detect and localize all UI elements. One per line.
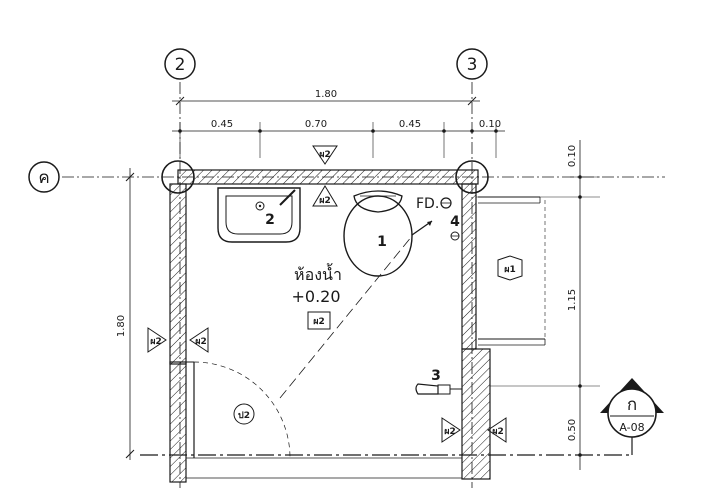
wash-basin: 2 <box>217 187 301 243</box>
svg-text:ผ2: ผ2 <box>150 337 162 347</box>
section-sheet: A-08 <box>619 421 644 434</box>
fixture-number-toilet: 1 <box>377 234 387 250</box>
section-letter: ก <box>627 395 637 415</box>
dim-right-2: 1.15 <box>567 289 578 311</box>
dim-right-1: 0.10 <box>567 145 578 167</box>
floor-slope-line <box>279 235 413 399</box>
svg-text:ผ2: ผ2 <box>319 196 331 206</box>
svg-text:2: 2 <box>175 55 186 75</box>
wall-tag-left-inner: ผ2 <box>189 327 209 353</box>
top-dimensions: 1.80 0.45 0.70 0.45 0.10 <box>172 89 505 158</box>
svg-text:ผ2: ผ2 <box>319 150 331 160</box>
fixture-number-drain: 4 <box>450 214 460 230</box>
room-label: ห้องน้ำ +0.20 ผ2 <box>291 263 342 330</box>
door-tag: ป2 <box>238 410 250 421</box>
floor-drain-label: FD. <box>416 196 439 212</box>
door: ป2 <box>186 361 291 459</box>
section-cut-line <box>140 435 633 456</box>
fixture-number-basin: 2 <box>265 212 275 228</box>
shower-partition <box>475 184 546 349</box>
grid-bubble-k: ค <box>28 161 60 193</box>
dim-left-total: 1.80 <box>116 315 127 337</box>
column-markers <box>161 160 489 194</box>
wall-tag-left-outer: ผ2 <box>147 327 167 353</box>
section-marker: ก A-08 <box>600 378 664 438</box>
dim-top-1: 0.45 <box>211 119 233 130</box>
dim-top-3: 0.45 <box>399 119 421 130</box>
svg-text:ค: ค <box>38 168 49 188</box>
fixture-number-hose: 3 <box>431 368 441 384</box>
dim-total-top: 1.80 <box>315 89 337 100</box>
right-dimensions: 0.10 1.15 0.50 <box>476 140 600 470</box>
wall-tag-right-inner: ผ2 <box>441 417 461 443</box>
room-level: +0.20 <box>291 287 340 306</box>
dim-top-4: 0.10 <box>479 119 501 130</box>
svg-text:ผ2: ผ2 <box>444 427 456 437</box>
svg-text:3: 3 <box>467 55 478 75</box>
dim-top-2: 0.70 <box>305 119 327 130</box>
walls <box>169 169 491 483</box>
hose-spray: 3 <box>415 368 462 395</box>
dim-right-3: 0.50 <box>567 419 578 441</box>
wall-tag-shower: ผ1 <box>497 255 523 281</box>
left-dimension: 1.80 <box>116 168 135 460</box>
wall-tag-top-1: ผ2 <box>312 145 338 165</box>
grid-bubble-3: 3 <box>456 48 488 80</box>
grid-bubble-2: 2 <box>164 48 196 80</box>
room-name: ห้องน้ำ <box>294 263 342 284</box>
svg-text:ผ1: ผ1 <box>504 265 516 275</box>
room-floor-tag: ผ2 <box>313 317 325 327</box>
toilet: 1 <box>343 190 413 277</box>
floor-drain: FD. 4 <box>411 196 460 241</box>
svg-text:ผ2: ผ2 <box>195 337 207 347</box>
svg-text:ผ2: ผ2 <box>492 427 504 437</box>
wall-tag-top-2: ผ2 <box>312 185 338 207</box>
wall-tag-right-outer: ผ2 <box>487 417 507 443</box>
